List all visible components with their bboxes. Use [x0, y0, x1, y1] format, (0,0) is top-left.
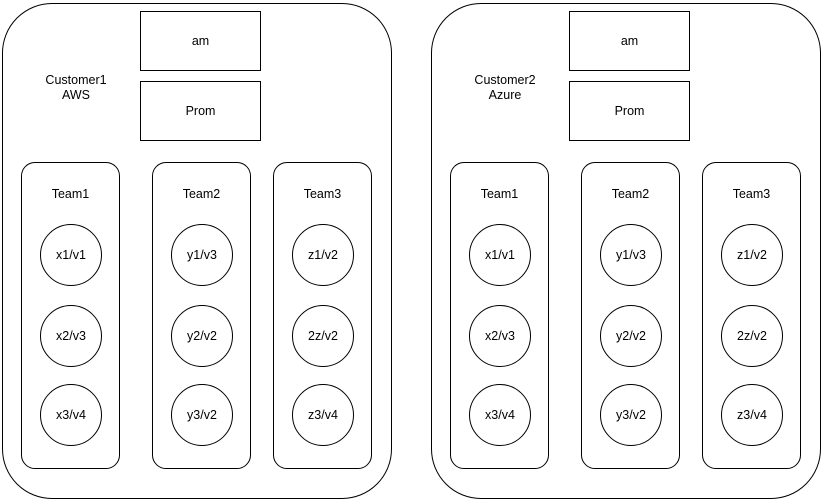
am-box-label: am [620, 34, 639, 48]
node-circle: 2z/v2 [292, 305, 354, 367]
prom-box-label: Prom [614, 104, 645, 118]
node-label: 2z/v2 [308, 329, 338, 343]
customer1-container: Customer1 AWS am Prom Team1 x1/v1 x2/v3 … [2, 3, 392, 499]
customer1-name: Customer1 [45, 73, 107, 87]
node-circle: 2z/v2 [721, 305, 783, 367]
node-label: y2/v2 [616, 329, 646, 343]
team-label: Team2 [611, 187, 650, 201]
customer2-container: Customer2 Azure am Prom Team1 x1/v1 x2/v… [431, 3, 821, 499]
customer2-label: Customer2 Azure [440, 73, 570, 103]
customer1-team3-container: Team3 z1/v2 2z/v2 z3/v4 [273, 162, 372, 469]
team-label: Team2 [182, 187, 221, 201]
node-circle: y2/v2 [171, 305, 233, 367]
node-circle: x2/v3 [40, 305, 102, 367]
node-label: y2/v2 [187, 329, 217, 343]
customer2-team3-container: Team3 z1/v2 2z/v2 z3/v4 [702, 162, 801, 469]
node-label: z1/v2 [737, 248, 767, 262]
prom-box-label: Prom [185, 104, 216, 118]
customer2-am-box: am [569, 11, 690, 71]
customer1-team1-container: Team1 x1/v1 x2/v3 x3/v4 [21, 162, 120, 469]
customer1-prom-box: Prom [140, 81, 261, 141]
node-circle: x3/v4 [469, 384, 531, 446]
customer2-team1-container: Team1 x1/v1 x2/v3 x3/v4 [450, 162, 549, 469]
team-label: Team3 [303, 187, 342, 201]
node-label: y1/v3 [187, 248, 217, 262]
node-circle: y2/v2 [600, 305, 662, 367]
node-circle: x1/v1 [40, 224, 102, 286]
node-circle: z3/v4 [292, 384, 354, 446]
node-circle: z1/v2 [292, 224, 354, 286]
node-circle: z1/v2 [721, 224, 783, 286]
node-label: x3/v4 [56, 408, 86, 422]
node-label: 2z/v2 [737, 329, 767, 343]
am-box-label: am [191, 34, 210, 48]
customer2-name: Customer2 [474, 73, 536, 87]
team-label: Team3 [732, 187, 771, 201]
node-label: y1/v3 [616, 248, 646, 262]
customer2-team2-container: Team2 y1/v3 y2/v2 y3/v2 [581, 162, 680, 469]
customer2-prom-box: Prom [569, 81, 690, 141]
node-label: x2/v3 [56, 329, 86, 343]
node-label: y3/v2 [616, 408, 646, 422]
node-label: z1/v2 [308, 248, 338, 262]
node-label: y3/v2 [187, 408, 217, 422]
node-circle: x2/v3 [469, 305, 531, 367]
customer2-platform: Azure [488, 88, 522, 102]
node-circle: y1/v3 [171, 224, 233, 286]
node-circle: x3/v4 [40, 384, 102, 446]
customer1-platform: AWS [61, 88, 90, 102]
node-circle: x1/v1 [469, 224, 531, 286]
node-label: x1/v1 [485, 248, 515, 262]
team-label: Team1 [480, 187, 519, 201]
node-label: x1/v1 [56, 248, 86, 262]
node-circle: y1/v3 [600, 224, 662, 286]
customer1-label: Customer1 AWS [11, 73, 141, 103]
customer1-am-box: am [140, 11, 261, 71]
node-circle: z3/v4 [721, 384, 783, 446]
team-label: Team1 [51, 187, 90, 201]
customer1-team2-container: Team2 y1/v3 y2/v2 y3/v2 [152, 162, 251, 469]
node-label: z3/v4 [308, 408, 338, 422]
node-circle: y3/v2 [600, 384, 662, 446]
node-circle: y3/v2 [171, 384, 233, 446]
node-label: x2/v3 [485, 329, 515, 343]
node-label: z3/v4 [737, 408, 767, 422]
node-label: x3/v4 [485, 408, 515, 422]
